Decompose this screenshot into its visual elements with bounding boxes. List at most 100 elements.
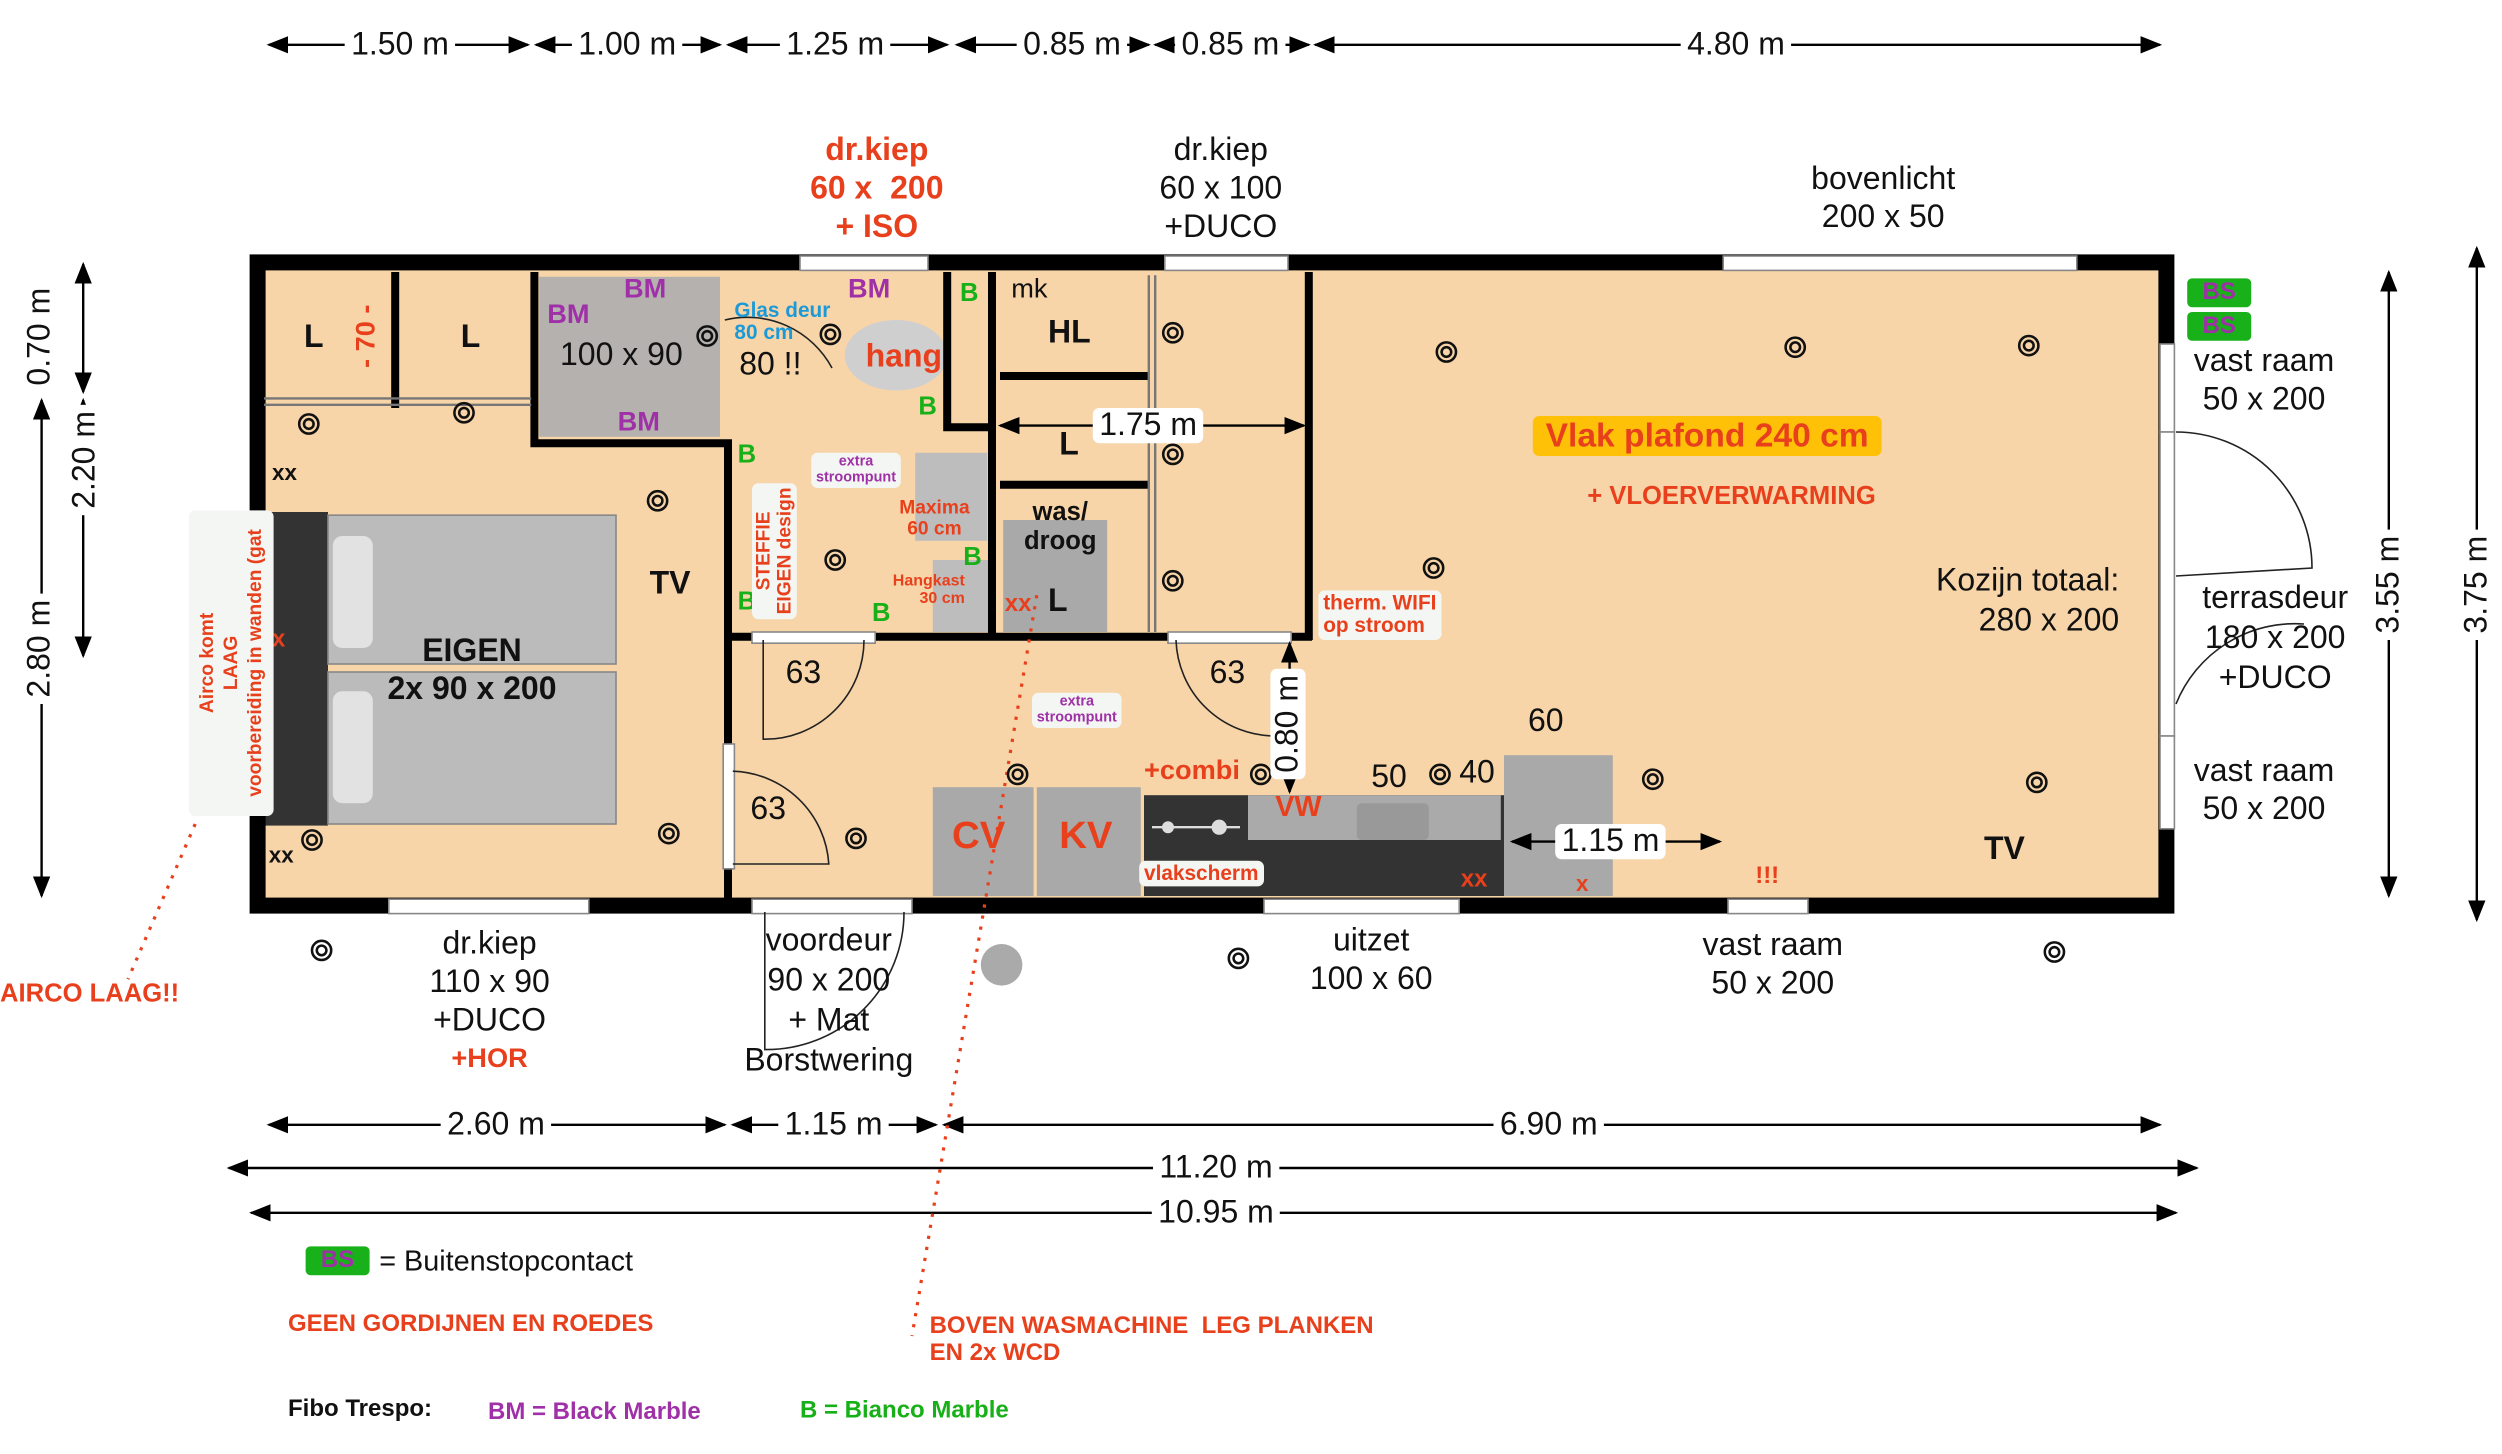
light-icon — [819, 323, 842, 346]
vlakscherm-label: vlakscherm — [1139, 860, 1264, 887]
light-icon — [1161, 321, 1184, 344]
window-extra: + Mat — [788, 1003, 870, 1039]
light-icon — [1784, 336, 1807, 359]
door-width: 63 — [1209, 656, 1246, 692]
width-60: 60 — [1528, 704, 1564, 740]
b-label: B — [960, 280, 979, 308]
hall-closet-lines — [264, 275, 1157, 633]
bed-mattress-1 — [327, 514, 617, 665]
washer — [1003, 520, 1108, 632]
window-name: dr.kiep — [442, 926, 537, 962]
light-icon — [701, 329, 714, 343]
x-mark: x — [1576, 870, 1589, 896]
legend-bs-label: = Buitenstopcontact — [379, 1244, 633, 1277]
airco-x-mark: x — [272, 625, 286, 653]
light-icon — [297, 413, 320, 435]
tv-label: TV — [649, 566, 691, 602]
door-width-note: 80 !! — [739, 347, 802, 383]
closet-label: L — [304, 320, 324, 356]
l-label: L — [1048, 584, 1068, 620]
dim-door: 0.80 m — [1270, 668, 1306, 780]
window-size: 60 x 200 — [810, 171, 944, 207]
light-icon — [2030, 776, 2043, 789]
light-icon — [1166, 574, 1179, 587]
xx-mark: xx — [272, 459, 297, 485]
washer-shelves-note: BOVEN WASMACHINE LEG PLANKEN EN 2x WCD — [929, 1312, 1374, 1366]
bed-mattress-2 — [327, 671, 617, 825]
ceiling-lights — [297, 321, 2066, 970]
thermostat-note: therm. WIFI op stroom — [1318, 590, 1442, 640]
window-right-2: terrasdeur 180 x 200 +DUCO — [2202, 579, 2348, 699]
light-icon — [849, 832, 863, 845]
dim-top-4: 0.85 m — [1016, 27, 1128, 63]
legend-bs-badge: BS — [305, 1246, 370, 1276]
dim-top-5: 0.85 m — [1175, 27, 1286, 63]
window-bottom-2: voordeur 90 x 200 + Mat Borstwering — [744, 922, 913, 1082]
window-size: 100 x 60 — [1309, 961, 1433, 997]
light-icon — [1433, 768, 1447, 781]
light-icon — [1166, 448, 1179, 461]
window-top-3: bovenlicht 200 x 50 — [1811, 160, 1955, 237]
light-icon — [829, 553, 842, 567]
xx-mark: xx — [268, 841, 294, 868]
light-icon — [824, 549, 847, 571]
light-icon — [1161, 569, 1184, 592]
light-icon — [1646, 773, 1659, 786]
window-name: uitzet — [1332, 923, 1410, 959]
dim-top-2: 1.00 m — [571, 27, 683, 63]
light-icon — [1161, 443, 1184, 466]
pillow — [332, 691, 373, 804]
window-name: vast raam — [1702, 928, 1844, 964]
combi-label: +combi — [1144, 755, 1240, 786]
light-icon — [662, 827, 675, 840]
cv-label: CV — [952, 814, 1006, 858]
shower — [539, 276, 720, 437]
closet-label: L — [460, 320, 481, 356]
window-note: Borstwering — [744, 1043, 914, 1079]
window-size: 200 x 50 — [1821, 200, 1945, 236]
light-icon — [1429, 763, 1451, 786]
dim-left-2: 2.20 m — [67, 404, 103, 516]
light-icon — [1232, 952, 1245, 965]
window-size: 50 x 200 — [1711, 966, 1835, 1002]
light-icon — [310, 939, 333, 962]
light-icon — [1427, 561, 1440, 575]
dim-hall: 1.75 m — [1092, 408, 1204, 444]
dim-total-inner: 10.95 m — [1151, 1195, 1281, 1231]
outdoor-socket-badge: BS — [2187, 312, 2252, 341]
light-icon — [1435, 341, 1458, 363]
light-icon — [2025, 771, 2048, 794]
ceiling-height-label: Vlak plafond 240 cm — [1532, 416, 1882, 457]
bed-label: EIGEN — [422, 633, 522, 669]
kv-cabinet — [1036, 787, 1141, 896]
window-extra: +DUCO — [2218, 660, 2332, 696]
xx-mark: xx — [1460, 865, 1488, 893]
window-name: dr.kiep — [1173, 132, 1268, 168]
dim-left-3: 2.80 m — [22, 593, 58, 704]
window-name: dr.kiep — [825, 132, 929, 168]
extra-socket-note: extra stroompunt — [811, 452, 901, 488]
mk-label: mk — [1011, 273, 1048, 304]
dim-top-6: 4.80 m — [1680, 27, 1792, 63]
window-size: 60 x 100 — [1159, 171, 1283, 207]
toilet-label: hang — [865, 339, 943, 375]
light-icon — [1789, 341, 1802, 354]
dim-total-outer: 11.20 m — [1152, 1150, 1280, 1186]
bm-label: BM — [624, 273, 667, 304]
window-bottom-4: vast raam 50 x 200 — [1703, 926, 1844, 1003]
dim-left-1: 0.70 m — [22, 281, 58, 392]
light-icon — [1227, 947, 1250, 970]
light-icon — [657, 822, 680, 845]
outdoor-socket-badge: BS — [2187, 278, 2252, 308]
window-name: vast raam — [2193, 344, 2335, 380]
light-icon — [1006, 763, 1029, 786]
steffie-note: STEFFIE EIGEN design — [752, 482, 798, 620]
airco-note: Airco komt LAAG voorbereiding in wanden … — [188, 509, 274, 816]
light-icon — [457, 406, 471, 419]
headboard — [264, 512, 328, 826]
cv-cabinet — [932, 787, 1034, 896]
window-size: 90 x 200 — [767, 963, 891, 999]
window-name: terrasdeur — [2202, 580, 2349, 616]
dim-top-1: 1.50 m — [344, 27, 456, 63]
bm-label: BM — [848, 273, 891, 304]
